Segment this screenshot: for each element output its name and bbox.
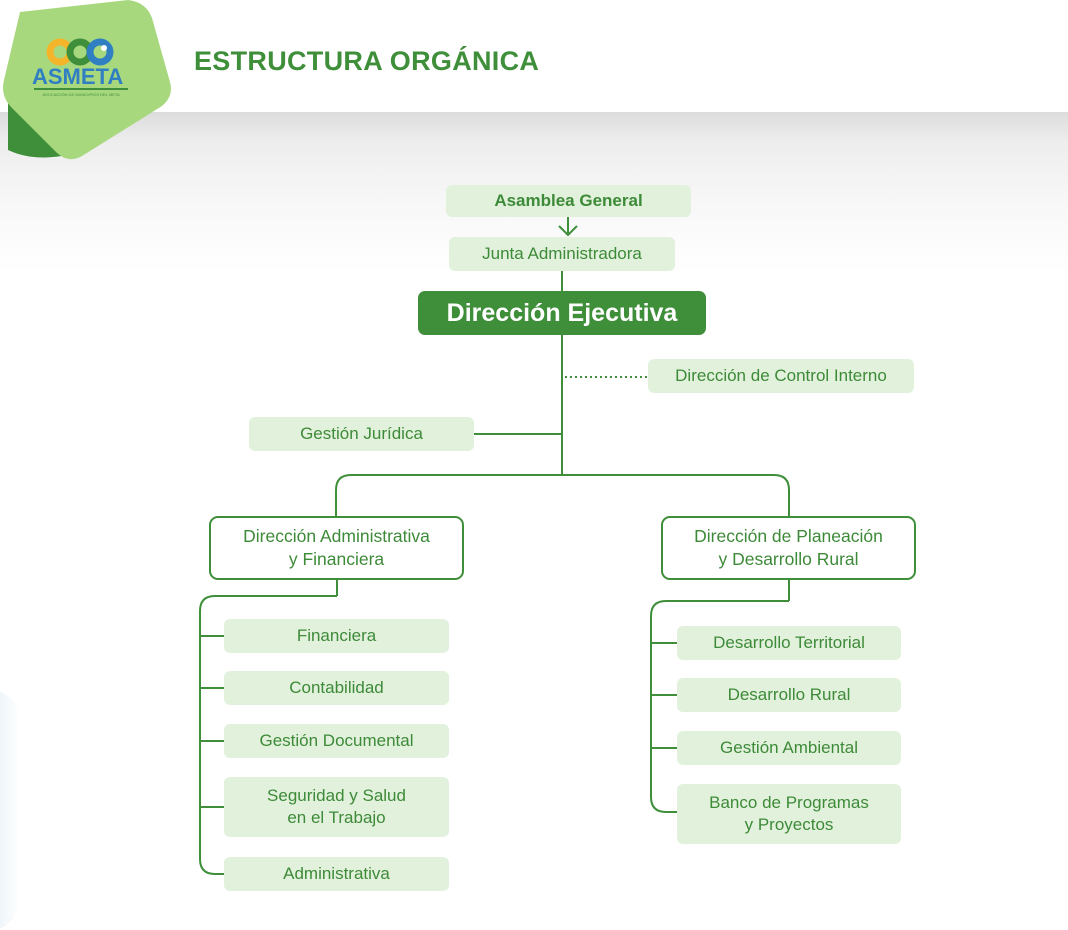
decorative-edge-glow (0, 690, 20, 930)
unit-banco-programas-line1: Banco de Programas (709, 793, 869, 812)
unit-desarrollo-territorial: Desarrollo Territorial (677, 626, 901, 660)
logo-wordmark: ASMETA (32, 64, 123, 89)
page-title: ESTRUCTURA ORGÁNICA (194, 46, 540, 76)
gestion-juridica-box: Gestión Jurídica (249, 417, 474, 451)
unit-financiera: Financiera (224, 619, 449, 653)
logo-badge-icon: ASMETA ASOCIACIÓN DE MUNICIPIOS DEL META (3, 0, 171, 160)
unit-seguridad-salud-line1: Seguridad y Salud (267, 786, 406, 805)
unit-seguridad-salud: Seguridad y Salud en el Trabajo (224, 777, 449, 837)
direccion-planeacion-line1: Dirección de Planeación (694, 526, 883, 546)
direccion-planeacion-line2: y Desarrollo Rural (718, 549, 859, 569)
unit-seguridad-salud-line2: en el Trabajo (287, 808, 386, 827)
asamblea-general-box: Asamblea General (446, 185, 691, 217)
unit-banco-programas-line2: y Proyectos (744, 815, 834, 834)
unit-gestion-documental: Gestión Documental (224, 724, 449, 758)
control-interno-box: Dirección de Control Interno (648, 359, 914, 393)
logo-tagline: ASOCIACIÓN DE MUNICIPIOS DEL META (42, 92, 120, 97)
unit-administrativa: Administrativa (224, 857, 449, 891)
unit-desarrollo-rural: Desarrollo Rural (677, 678, 901, 712)
direccion-administrativa-box: Dirección Administrativa y Financiera (209, 516, 464, 580)
junta-administradora-box: Junta Administradora (449, 237, 675, 271)
unit-banco-programas: Banco de Programas y Proyectos (677, 784, 901, 844)
direccion-administrativa-line2: y Financiera (288, 549, 385, 569)
asmeta-logo: ASMETA ASOCIACIÓN DE MUNICIPIOS DEL META (0, 0, 175, 165)
direccion-administrativa-line1: Dirección Administrativa (243, 526, 430, 546)
direccion-planeacion-box: Dirección de Planeación y Desarrollo Rur… (661, 516, 916, 580)
unit-gestion-ambiental: Gestión Ambiental (677, 731, 901, 765)
unit-contabilidad: Contabilidad (224, 671, 449, 705)
direccion-ejecutiva-box: Dirección Ejecutiva (418, 291, 706, 335)
